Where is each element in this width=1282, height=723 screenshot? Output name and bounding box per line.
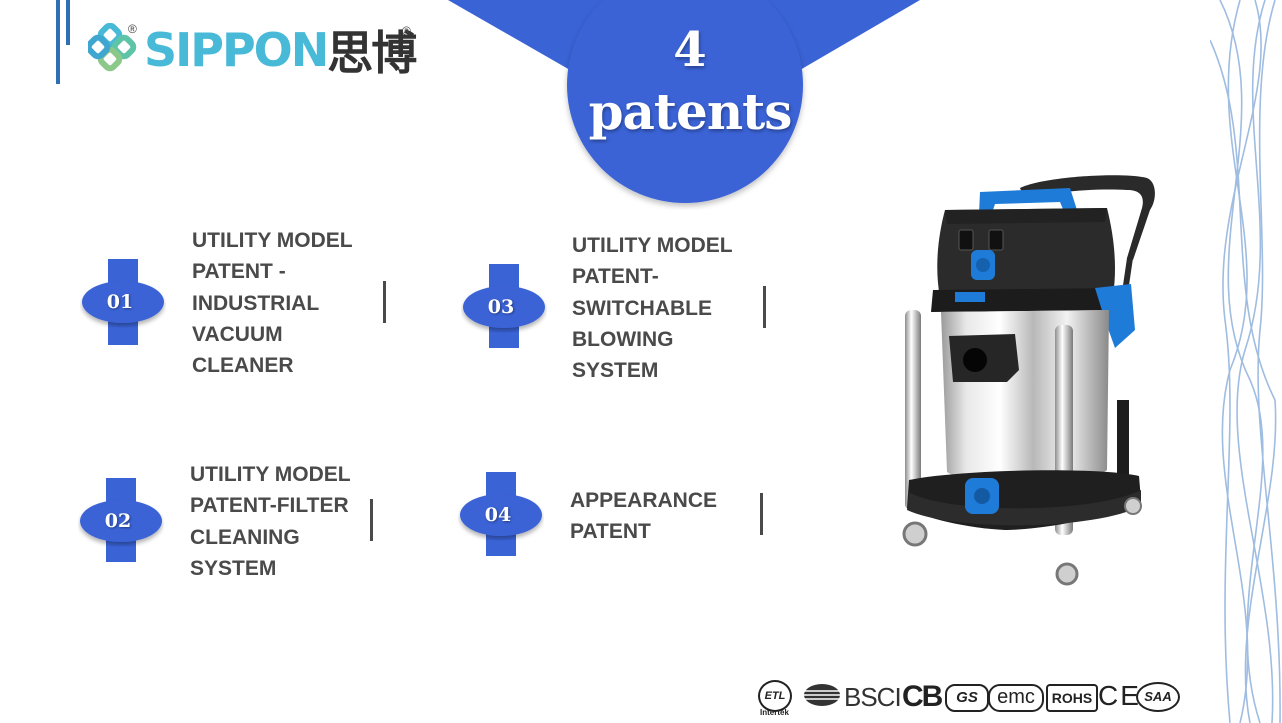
registered-mark-1: ®: [128, 22, 137, 36]
badge-01: [82, 259, 164, 345]
emc-label: emc: [997, 686, 1035, 708]
patent-04-line-2: PATENT: [570, 520, 651, 544]
patent-count: 4: [673, 22, 707, 78]
patent-01-line-3: INDUSTRIAL: [192, 291, 320, 315]
badge-number-03: 03: [487, 296, 515, 318]
patent-01-line-2: PATENT -: [192, 260, 286, 284]
etl-label: ETL: [764, 690, 786, 702]
badge-number-01: 01: [106, 291, 134, 313]
badge-03: [463, 264, 545, 348]
patent-text-02: UTILITY MODEL PATENT-FILTER CLEANING SYS…: [190, 459, 351, 584]
patent-01-line-1: UTILITY MODEL: [192, 229, 353, 252]
gs-mark: GS: [945, 684, 989, 712]
rohs-mark: ROHS: [1046, 684, 1098, 712]
divider-02: [370, 499, 373, 541]
patents-banner: [448, 0, 920, 203]
bsci-globe-icon: [804, 684, 840, 706]
accent-bar-long: [56, 0, 60, 84]
patent-03-line-2: PATENT-: [572, 265, 659, 289]
patent-04-line-1: APPEARANCE: [570, 489, 718, 512]
saa-label: SAA: [1144, 689, 1172, 704]
rohs-label: ROHS: [1051, 690, 1093, 706]
brand-logo: SIPPON 思博: [88, 20, 417, 80]
divider-04: [760, 493, 763, 535]
badge-04: [460, 472, 542, 556]
patent-01-line-4: VACUUM: [192, 322, 283, 346]
divider-01: [383, 281, 386, 323]
bsci-mark: BSCI: [844, 682, 902, 712]
patent-02-line-1: UTILITY MODEL: [190, 463, 351, 486]
divider-03: [763, 286, 766, 328]
logo-knot-icon: [88, 23, 137, 72]
gs-label: GS: [956, 689, 978, 706]
patent-02-line-3: CLEANING: [190, 525, 300, 549]
patent-text-03: UTILITY MODEL PATENT- SWITCHABLE BLOWING…: [572, 230, 733, 386]
badge-number-02: 02: [104, 510, 132, 532]
patent-02-line-4: SYSTEM: [190, 556, 277, 580]
ce-mark: CE: [1098, 680, 1141, 711]
brand-name-chinese: 思博: [327, 26, 417, 80]
patent-03-line-1: UTILITY MODEL: [572, 234, 733, 257]
patents-heading: patents: [588, 82, 793, 141]
badge-02: [80, 478, 162, 562]
patent-01-line-5: CLEANER: [192, 354, 294, 378]
patent-03-line-5: SYSTEM: [572, 359, 659, 383]
registered-mark-2: ®: [402, 24, 411, 38]
accent-bar-short: [66, 0, 70, 45]
patent-03-line-3: SWITCHABLE: [572, 296, 712, 320]
cb-mark: CB: [902, 680, 943, 713]
etl-mark: ETL: [758, 680, 792, 712]
etl-intertek-label: Intertek: [760, 708, 789, 717]
patent-03-line-4: BLOWING: [572, 327, 674, 351]
emc-mark: emc: [988, 684, 1044, 712]
patent-text-01: UTILITY MODEL PATENT - INDUSTRIAL VACUUM…: [192, 225, 353, 381]
vacuum-cleaner-image: [902, 175, 1155, 586]
patent-02-line-2: PATENT-FILTER: [190, 494, 349, 518]
badge-number-04: 04: [484, 504, 512, 526]
decorative-wave-lines: [1210, 0, 1281, 723]
patent-text-04: APPEARANCE PATENT: [570, 485, 717, 548]
saa-mark: SAA: [1136, 682, 1180, 712]
brand-name: SIPPON: [144, 23, 329, 77]
